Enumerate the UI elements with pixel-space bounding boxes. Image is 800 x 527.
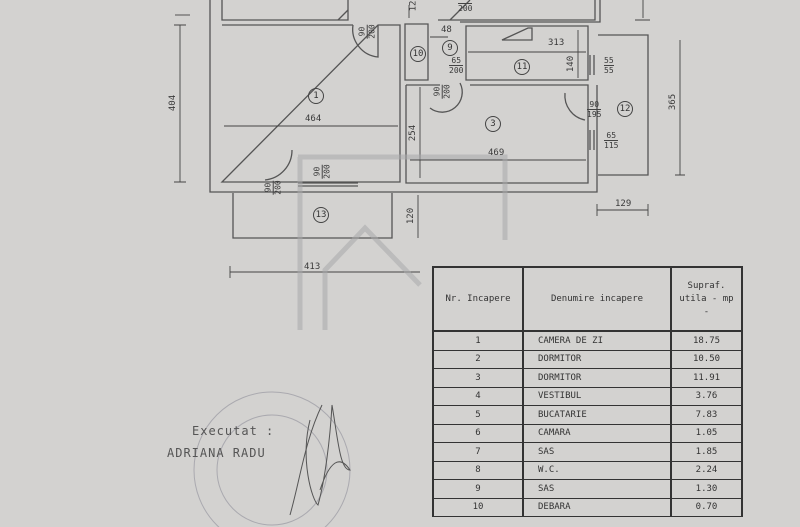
room-number-1: 1: [308, 88, 324, 104]
room-area-cell: 1.85: [670, 442, 743, 462]
room-number-cell: 10: [432, 497, 524, 517]
room-number-cell: 2: [432, 349, 524, 369]
room-number-cell: 3: [432, 368, 524, 388]
room-name-cell: SAS: [522, 442, 672, 462]
room-number-11: 11: [514, 59, 530, 75]
room-name-cell: W.C.: [522, 460, 672, 480]
dim-48: 48: [441, 25, 452, 35]
room-number-cell: 6: [432, 423, 524, 443]
room-area-cell: 18.75: [670, 330, 743, 351]
rooms-table: Nr. Incapere Denumire incapere Supraf. u…: [432, 266, 743, 517]
room-name-cell: CAMARA: [522, 423, 672, 443]
signature-icon: [289, 404, 351, 516]
dim-365: 365: [668, 93, 679, 111]
room-area-cell: 3.76: [670, 386, 743, 406]
room-area-cell: 2.24: [670, 460, 743, 480]
dim-313: 313: [548, 38, 565, 48]
watermark-house-icon: [297, 154, 508, 330]
room-number-cell: 4: [432, 386, 524, 406]
executed-by-name: ADRIANA RADU: [167, 446, 266, 460]
room-number-13: 13: [313, 207, 329, 223]
room-area-cell: 11.91: [670, 368, 743, 388]
dim-413: 413: [304, 262, 321, 272]
table-header-row: Nr. Incapere Denumire incapere Supraf. u…: [432, 266, 743, 332]
room-name-cell: VESTIBUL: [522, 386, 672, 406]
dim-120: 120: [406, 207, 417, 225]
dim-469: 469: [488, 148, 505, 158]
room-number-cell: 9: [432, 479, 524, 499]
dim-464: 464: [305, 114, 322, 124]
dim-140: 140: [566, 55, 577, 73]
executed-by-label: Executat :: [192, 424, 275, 438]
header-room-number: Nr. Incapere: [432, 266, 524, 332]
room-number-10: 10: [410, 46, 426, 62]
room-name-cell: DORMITOR: [522, 368, 672, 388]
room-name-cell: BUCATARIE: [522, 405, 672, 425]
room-area-cell: 1.30: [670, 479, 743, 499]
room-area-cell: 7.83: [670, 405, 743, 425]
door-size: 200: [458, 3, 473, 13]
room-name-cell: SAS: [522, 479, 672, 499]
dim-254: 254: [408, 124, 419, 142]
dim-12: 12: [408, 0, 419, 12]
dim-129: 129: [615, 199, 632, 209]
dim-404: 404: [168, 94, 179, 112]
room-number-cell: 7: [432, 442, 524, 462]
room-number-cell: 1: [432, 330, 524, 351]
header-room-name: Denumire incapere: [522, 266, 672, 332]
room-number-9: 9: [442, 40, 458, 56]
room-number-cell: 5: [432, 405, 524, 425]
room-number-3: 3: [485, 116, 501, 132]
header-area: Supraf. utila - mp -: [670, 266, 743, 332]
room-number-12: 12: [617, 101, 633, 117]
room-number-cell: 8: [432, 460, 524, 480]
room-name-cell: DEBARA: [522, 497, 672, 517]
room-area-cell: 10.50: [670, 349, 743, 369]
room-area-cell: 0.70: [670, 497, 743, 517]
room-area-cell: 1.05: [670, 423, 743, 443]
room-name-cell: DORMITOR: [522, 349, 672, 369]
room-name-cell: CAMERA DE ZI: [522, 330, 672, 351]
